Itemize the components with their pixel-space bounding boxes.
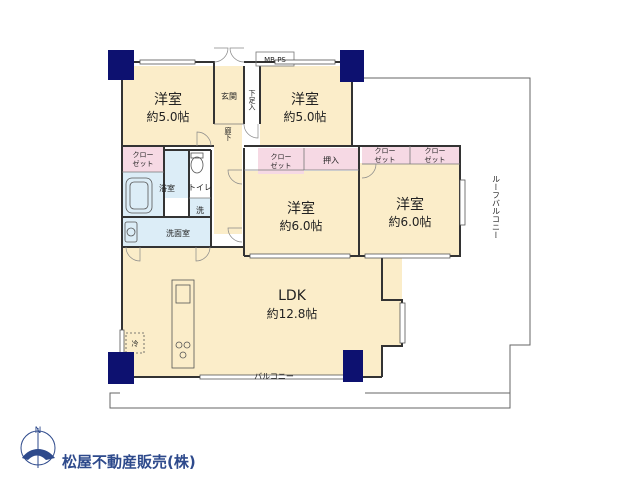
room-fills (122, 52, 460, 377)
partitions (122, 51, 460, 199)
pillar-top-right (340, 50, 364, 82)
compass-icon: N (20, 426, 56, 468)
balcony-label: バルコニー (254, 372, 294, 381)
mb-ps-label: MB PS (264, 56, 286, 64)
bathtub-icon (125, 177, 153, 214)
western-room-2-area (260, 66, 352, 146)
hallway-label: 廊下 (224, 126, 232, 142)
stove-burner-icon (175, 341, 183, 349)
kitchen-counter-icon (171, 279, 195, 369)
pillar-top-left (108, 50, 134, 80)
roof-balcony-label: ルーフバルコニー (492, 175, 501, 239)
fridge-label: 冷 (132, 339, 139, 348)
push-closet-label: 押入 (323, 155, 339, 165)
windows (119, 59, 466, 380)
toilet-label: トイレ (188, 183, 212, 192)
western-room-2-name: 洋室 (291, 91, 319, 108)
bathroom-label: 浴室 (159, 183, 175, 193)
closet-4-area (410, 146, 460, 164)
toilet-icon (190, 156, 204, 174)
entrance-label: 玄関 (221, 91, 237, 101)
pillar-bottom-right (343, 350, 363, 382)
fridge-icon (125, 332, 145, 354)
closet-4-label-b: ゼット (425, 155, 446, 164)
western-room-3-area-label: 約6.0帖 (279, 218, 322, 233)
closet-3-area (362, 146, 410, 164)
closet-1-label-b: ゼット (133, 159, 154, 168)
ldk-area-label: 約12.8帖 (267, 306, 318, 321)
western-room-4-name: 洋室 (396, 196, 424, 213)
toilet-area (164, 150, 189, 198)
western-room-1-area (122, 66, 214, 146)
wash-label: 洗 (196, 205, 204, 215)
outer-terrace-outline (109, 77, 531, 409)
door-swings (125, 47, 377, 262)
closet-4-label-a: クロー (425, 147, 446, 155)
entrance-area (214, 66, 244, 124)
washroom-label: 洗面室 (166, 228, 190, 238)
western-room-4-area-label: 約6.0帖 (388, 214, 431, 229)
pillar-bottom-left (108, 352, 134, 384)
bathroom-area (122, 172, 164, 217)
hallway-area (214, 124, 242, 234)
western-room-2-area-label: 約5.0帖 (283, 109, 326, 124)
western-room-1-area-label: 約5.0帖 (146, 109, 189, 124)
compass-north-label: N (35, 426, 42, 436)
closet-2-label-a: クロー (271, 153, 292, 161)
closet-1-area (122, 146, 164, 172)
washbasin-icon (124, 221, 138, 243)
closet-2-label-b: ゼット (271, 161, 292, 170)
fixtures (124, 152, 204, 369)
closet-1-label-a: クロー (133, 151, 154, 159)
western-room-1-name: 洋室 (154, 91, 182, 108)
sink-icon (175, 284, 191, 304)
pillars (108, 50, 364, 384)
closet-3-label-a: クロー (375, 147, 396, 155)
closet-3-label-b: ゼット (375, 155, 396, 164)
western-room-4-area (360, 163, 460, 256)
ldk-area (122, 247, 382, 377)
ldk-name: LDK (278, 288, 307, 304)
brand-name: 松屋不動産販売(株) (62, 453, 196, 471)
shoe-storage-label: 下足入 (248, 90, 256, 111)
western-room-3-area (244, 171, 359, 256)
wash-area (189, 198, 211, 220)
western-room-3-name: 洋室 (287, 200, 315, 217)
push-closet-area (304, 148, 359, 170)
